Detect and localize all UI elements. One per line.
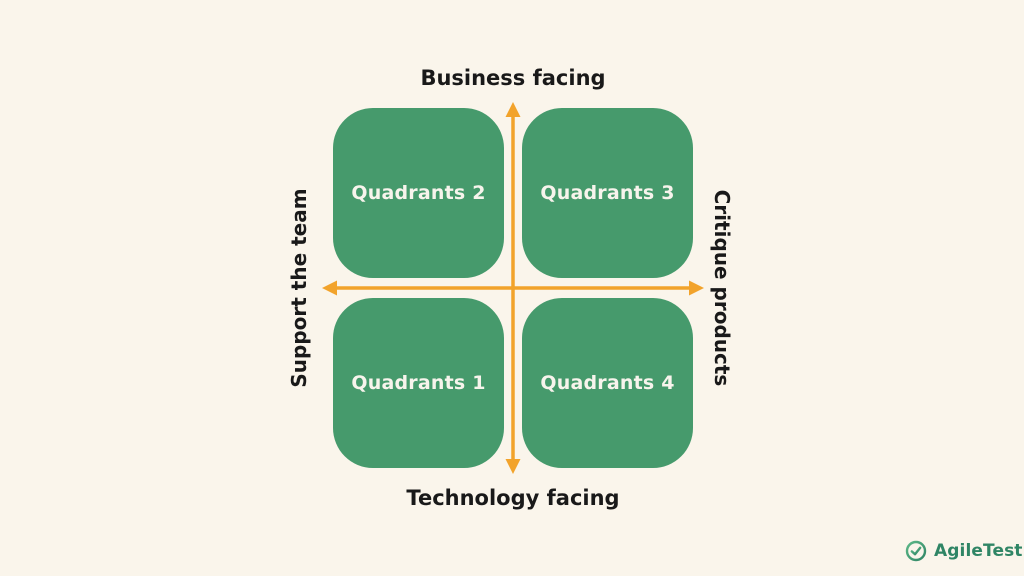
- quadrant-3-label: Quadrants 3: [540, 182, 675, 204]
- quadrant-2-label: Quadrants 2: [351, 182, 486, 204]
- quadrant-4-label: Quadrants 4: [540, 372, 675, 394]
- quadrant-3-box: Quadrants 3: [522, 108, 693, 278]
- agiletest-logo: AgileTest: [905, 540, 1023, 562]
- quadrant-2-box: Quadrants 2: [333, 108, 504, 278]
- axis-label-critique-products: Critique products: [710, 189, 734, 387]
- quadrant-1-box: Quadrants 1: [333, 298, 504, 468]
- brand-name: AgileTest: [934, 541, 1023, 561]
- quadrant-1-label: Quadrants 1: [351, 372, 486, 394]
- axis-label-technology-facing: Technology facing: [406, 486, 620, 510]
- axis-label-business-facing: Business facing: [420, 66, 606, 90]
- check-circle-icon: [905, 540, 927, 562]
- axis-label-support-the-team: Support the team: [287, 188, 311, 388]
- quadrant-4-box: Quadrants 4: [522, 298, 693, 468]
